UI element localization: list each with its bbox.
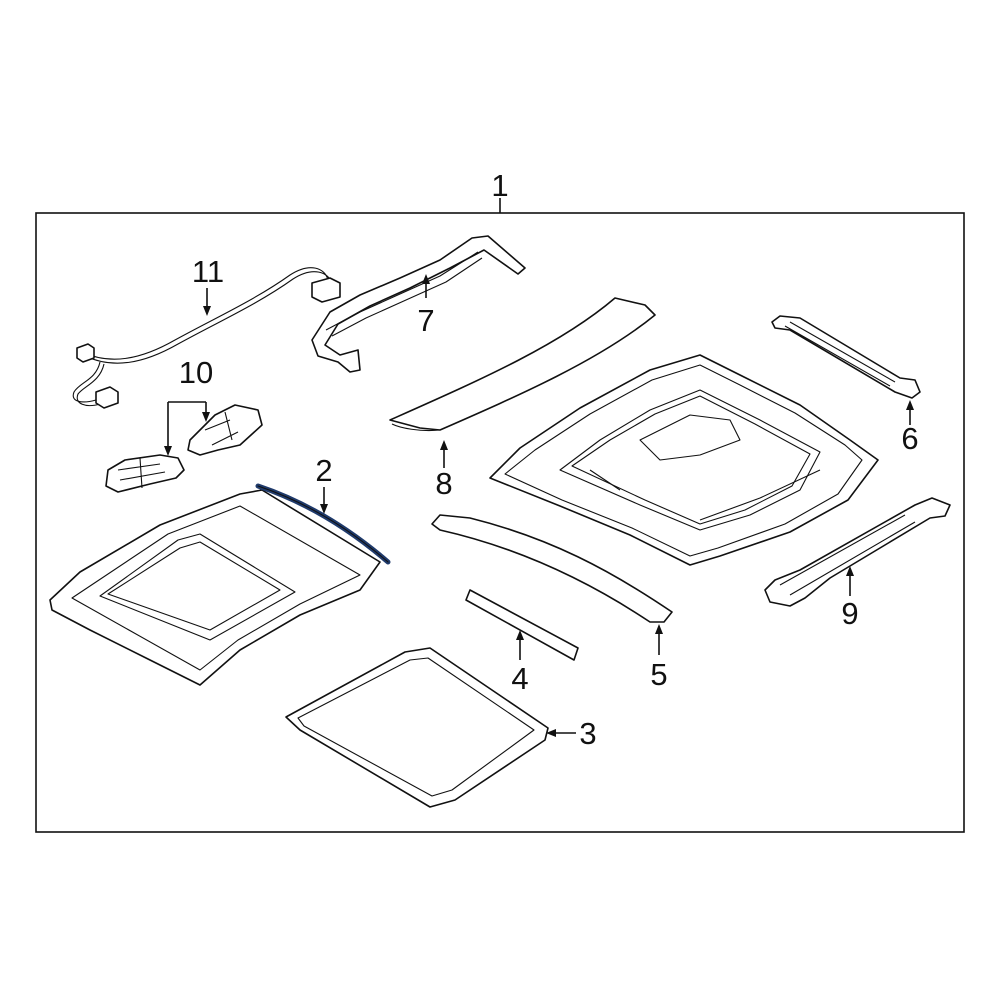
callout-8: 8 — [435, 466, 452, 501]
callout-3: 3 — [579, 716, 596, 751]
glass-panel-assembly[interactable] — [49, 489, 381, 686]
part-5-rear-strip[interactable] — [431, 514, 673, 623]
callout-7: 7 — [417, 303, 434, 338]
part-9-drain-trough[interactable] — [764, 497, 951, 607]
leader-lines — [164, 198, 914, 737]
callout-2: 2 — [315, 453, 332, 488]
part-8-deflector[interactable] — [389, 297, 656, 432]
callout-labels: 1 2 3 4 5 6 7 8 9 10 11 — [179, 168, 919, 751]
callout-9: 9 — [841, 596, 858, 631]
part-10-connectors[interactable] — [105, 404, 263, 493]
part-2-glass-seal[interactable] — [255, 483, 391, 565]
callout-6: 6 — [901, 421, 918, 456]
part-4-seal-strip[interactable] — [465, 589, 579, 661]
part-7-front-frame[interactable] — [311, 235, 526, 373]
part-6-rear-rail[interactable] — [771, 315, 921, 399]
part-11-wiring-harness[interactable] — [72, 267, 341, 409]
sunroof-frame-housing[interactable] — [489, 354, 879, 566]
callout-5: 5 — [650, 657, 667, 692]
callout-11: 11 — [192, 254, 224, 289]
callout-10: 10 — [179, 355, 213, 390]
callout-4: 4 — [511, 661, 528, 696]
part-3-weatherstrip[interactable] — [285, 647, 549, 808]
callout-1: 1 — [491, 168, 508, 203]
